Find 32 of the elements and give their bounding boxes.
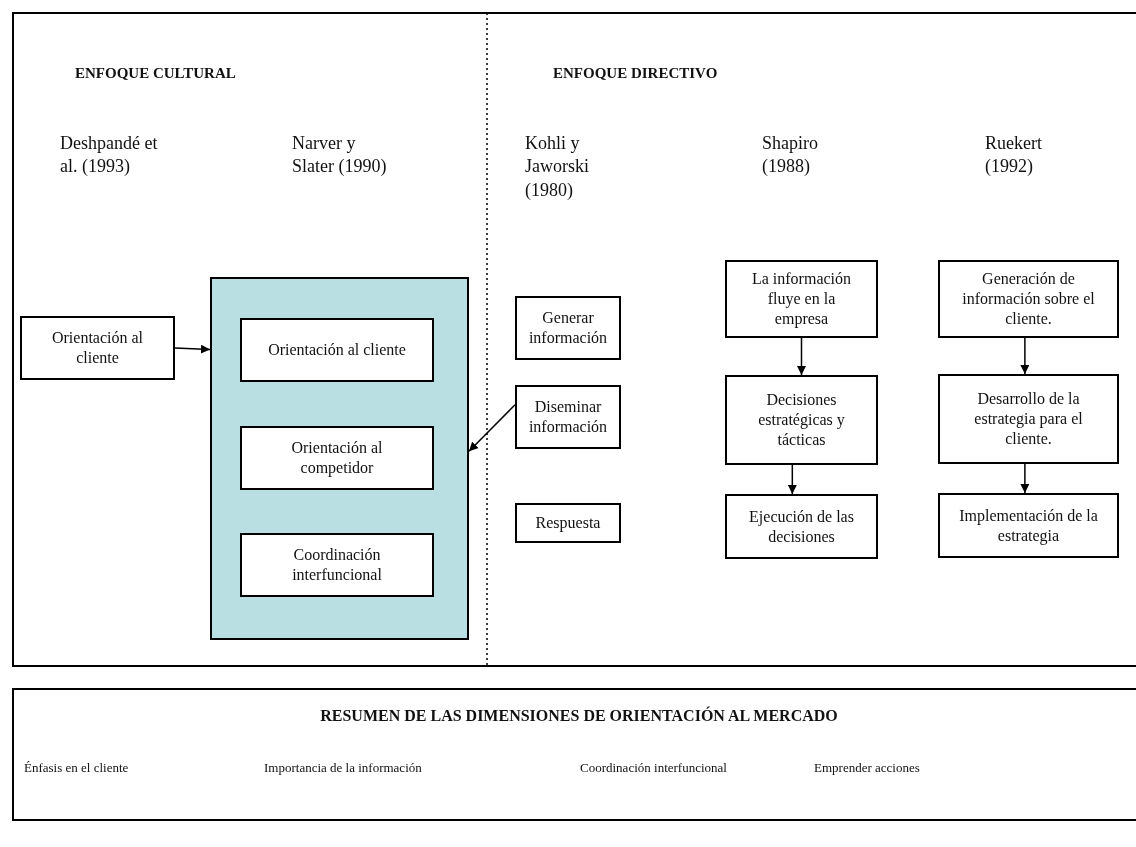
dimension-text: Emprender acciones	[814, 760, 921, 777]
author-citation: Ruekert (1992)	[985, 132, 1043, 179]
summary-panel	[12, 688, 1136, 821]
author-citation: Shapiro (1988)	[762, 132, 819, 179]
process-box: Generar información	[515, 296, 621, 360]
arrow	[787, 464, 797, 495]
summary-heading: RESUMEN DE LAS DIMENSIONES DE ORIENTACIÓN AL MERCADO	[319, 706, 839, 726]
process-box: Ejecución de las decisiones	[725, 494, 878, 559]
arrow	[1020, 463, 1030, 494]
arrow	[797, 337, 806, 376]
process-box: Respuesta	[515, 503, 621, 543]
process-box: Coordinación interfuncional	[240, 533, 434, 597]
group-panel	[210, 277, 469, 640]
section-heading: ENFOQUE DIRECTIVO	[553, 64, 718, 83]
process-box: Decisiones estratégicas y tácticas	[725, 375, 878, 465]
section-heading: ENFOQUE CULTURAL	[75, 64, 236, 83]
process-box: Desarrollo de la estrategia para el cliente.	[938, 374, 1119, 464]
process-box: Implementación de la estrategia	[938, 493, 1119, 558]
author-citation: Deshpandé et al. (1993)	[60, 132, 159, 179]
arrow	[1020, 337, 1030, 375]
concept-box: Orientación al cliente	[20, 316, 175, 380]
dimension-text: Importancia de la información	[264, 760, 423, 777]
author-citation: Kohli y Jaworski (1980)	[525, 132, 590, 202]
process-box: Generación de información sobre el cliente.	[938, 260, 1119, 338]
arrow	[174, 344, 211, 354]
process-box: La información fluye en la empresa	[725, 260, 878, 338]
arrow	[468, 404, 516, 452]
process-box: Diseminar información	[515, 385, 621, 449]
author-citation: Narver y Slater (1990)	[292, 132, 388, 179]
process-box: Orientación al competidor	[240, 426, 434, 490]
dimension-text: Énfasis en el cliente	[24, 760, 130, 777]
process-box: Orientación al cliente	[240, 318, 434, 382]
